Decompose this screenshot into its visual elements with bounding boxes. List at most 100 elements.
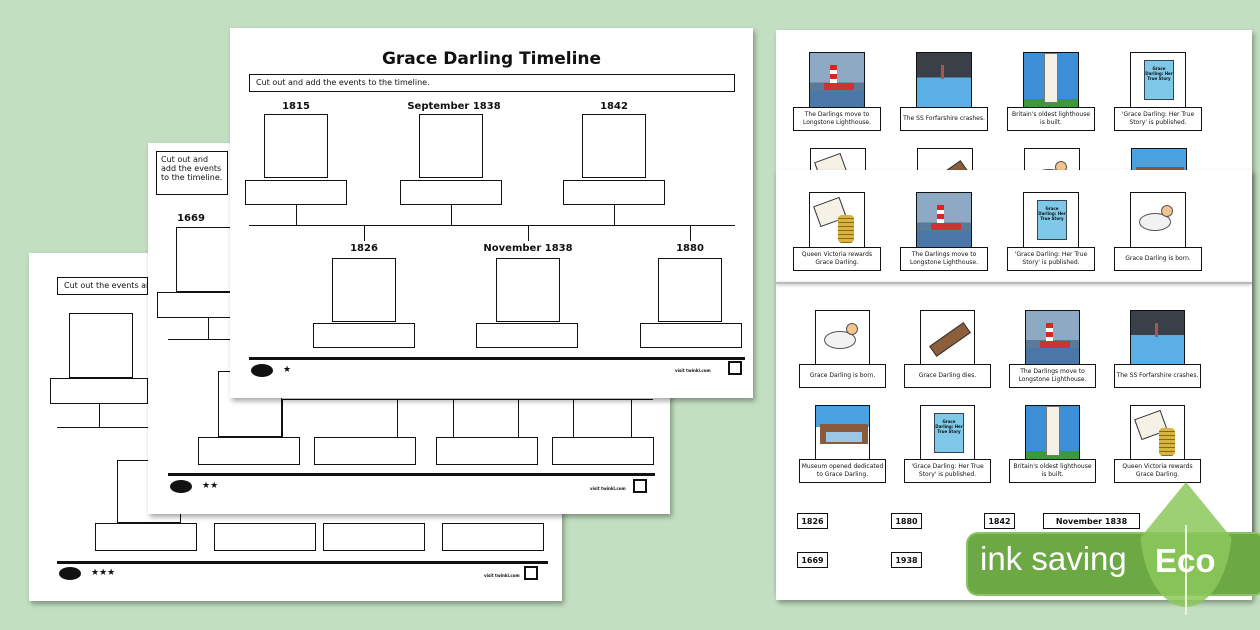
difficulty-stars: ★★	[202, 481, 219, 491]
event-caption: The Darlings move to Longstone Lighthous…	[793, 107, 881, 131]
connector	[631, 399, 633, 437]
cloud-icon	[251, 364, 273, 377]
timeline-line-lower	[218, 399, 653, 401]
event-caption: The Darlings move to Longstone Lighthous…	[900, 247, 988, 271]
baby-image	[1130, 192, 1186, 248]
picture-box	[176, 227, 240, 292]
picture-box	[658, 258, 722, 322]
date-card[interactable]: 1669	[797, 552, 828, 568]
book-image: Grace Darling: Her True Story	[920, 405, 975, 460]
shipwreck-image	[916, 52, 972, 108]
longstone-image	[1025, 310, 1080, 365]
date-card[interactable]: 1880	[891, 513, 922, 529]
event-caption: Queen Victoria rewards Grace Darling.	[793, 247, 881, 271]
date-label: September 1838	[407, 101, 501, 112]
date-label: 1669	[177, 213, 205, 224]
date-label: 1880	[676, 243, 704, 254]
page-title: Grace Darling Timeline	[381, 49, 602, 69]
twinkl-logo-icon	[633, 479, 647, 493]
longstone-image	[916, 192, 972, 248]
connector	[573, 399, 575, 437]
date-label: 1842	[600, 101, 628, 112]
event-caption: Grace Darling is born.	[799, 364, 886, 388]
cloud-icon	[170, 480, 192, 493]
book-cover-text: Grace Darling: Her True Story	[1144, 60, 1174, 100]
instruction-box: Cut out and add the events to the timeli…	[249, 74, 735, 92]
event-box	[214, 523, 316, 551]
worksheet-one-star: Grace Darling Timeline Cut out and add t…	[230, 28, 753, 398]
date-label: November 1838	[483, 243, 573, 254]
event-box	[640, 323, 742, 348]
event-box	[476, 323, 578, 348]
event-box	[198, 437, 300, 465]
oldest-lighthouse-image	[1023, 52, 1079, 108]
picture-box	[264, 114, 328, 178]
difficulty-stars: ★★★	[91, 568, 116, 578]
picture-box	[69, 313, 133, 378]
page-divider	[776, 282, 1252, 284]
connector	[397, 399, 399, 437]
event-caption: Museum opened dedicated to Grace Darling…	[799, 459, 886, 483]
picture-box	[419, 114, 483, 178]
twinkl-logo-icon	[524, 566, 538, 580]
event-caption: 'Grace Darling: Her True Story' is publi…	[904, 459, 991, 483]
book-image: Grace Darling: Her True Story	[1023, 192, 1079, 248]
date-card[interactable]: November 1838	[1043, 513, 1140, 529]
event-caption: 'Grace Darling: Her True Story' is publi…	[1007, 247, 1095, 271]
event-box	[323, 523, 425, 551]
footer-link[interactable]: visit twinkl.com	[590, 486, 626, 491]
event-caption: The SS Forfarshire crashes.	[1114, 364, 1201, 388]
museum-image	[815, 405, 870, 460]
connector	[518, 399, 520, 437]
date-card[interactable]: 1842	[984, 513, 1015, 529]
connector	[99, 404, 101, 427]
event-caption: Britain's oldest lighthouse is built.	[1007, 107, 1095, 131]
oldest-lighthouse-image	[1025, 405, 1080, 460]
picture-box	[332, 258, 396, 322]
shipwreck-image	[1130, 310, 1185, 365]
picture-box	[496, 258, 560, 322]
connector	[690, 225, 692, 241]
book-image: Grace Darling: Her True Story	[1130, 52, 1186, 108]
footer-link[interactable]: visit twinkl.com	[484, 573, 520, 578]
badge-text: ink saving	[980, 540, 1127, 577]
leaf-stem	[1185, 525, 1187, 615]
event-caption: The SS Forfarshire crashes.	[900, 107, 988, 131]
event-caption: 'Grace Darling: Her True Story' is publi…	[1114, 107, 1202, 131]
difficulty-stars: ★	[283, 365, 292, 375]
footer-link[interactable]: visit twinkl.com	[675, 368, 711, 373]
connector	[528, 225, 530, 241]
eco-label: Eco	[1155, 542, 1216, 579]
cloud-icon	[59, 567, 81, 580]
event-caption: Grace Darling dies.	[904, 364, 991, 388]
connector	[451, 205, 453, 225]
event-box	[442, 523, 544, 551]
footer-line	[249, 357, 745, 360]
event-box	[400, 180, 502, 205]
baby-image	[815, 310, 870, 365]
date-label: 1826	[350, 243, 378, 254]
book-cover-text: Grace Darling: Her True Story	[934, 413, 964, 453]
twinkl-logo-icon	[728, 361, 742, 375]
connector	[208, 318, 210, 339]
instruction-box: Cut out the events and add them to the t…	[57, 277, 148, 295]
event-box	[313, 323, 415, 348]
event-box	[436, 437, 538, 465]
event-caption: Grace Darling is born.	[1114, 247, 1202, 271]
event-box	[552, 437, 654, 465]
date-label: 1815	[282, 101, 310, 112]
event-caption: Queen Victoria rewards Grace Darling.	[1114, 459, 1201, 483]
connector	[296, 205, 298, 225]
coffin-image	[920, 310, 975, 365]
event-box	[314, 437, 416, 465]
connector	[614, 205, 616, 225]
connector	[282, 399, 284, 437]
date-card[interactable]: 1938	[891, 552, 922, 568]
event-box	[563, 180, 665, 205]
date-card[interactable]: 1826	[797, 513, 828, 529]
picture-box	[582, 114, 646, 178]
connector	[453, 399, 455, 437]
timeline-line	[249, 225, 735, 227]
footer-line	[168, 473, 655, 476]
event-box	[95, 523, 197, 551]
